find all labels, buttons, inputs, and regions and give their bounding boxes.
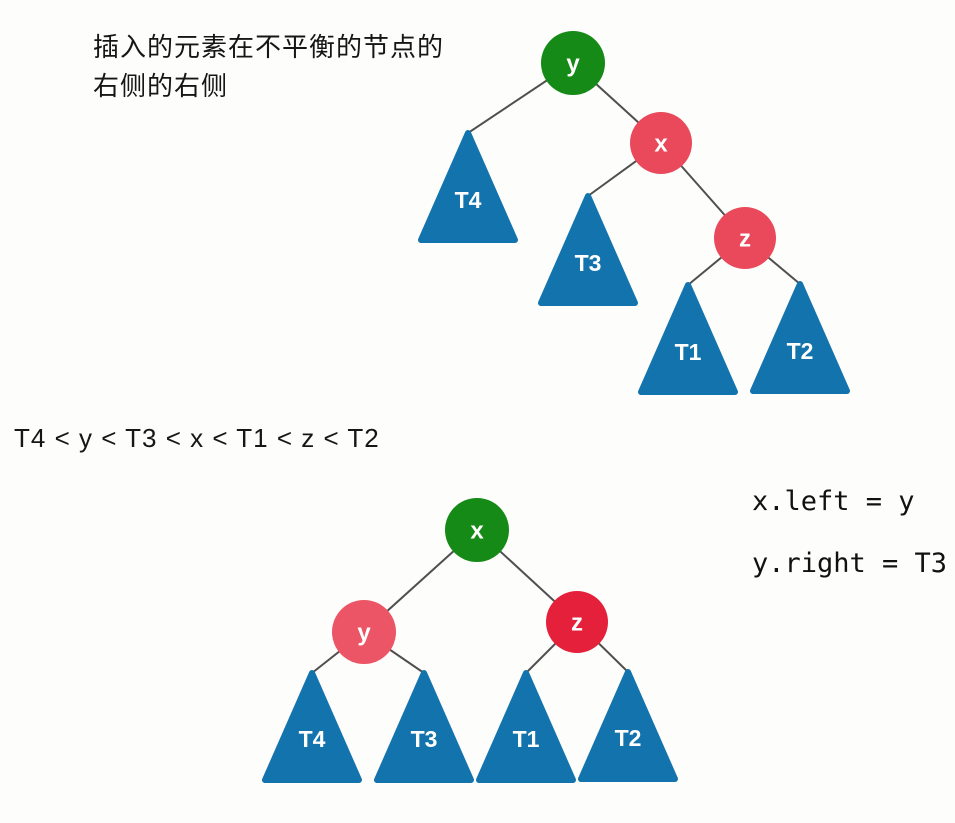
- subtree-t2-triangle: [578, 669, 678, 782]
- subtree-t4-label: T4: [455, 187, 482, 213]
- tree-after-labels: x y z T4 T3 T1 T2: [299, 517, 642, 752]
- subtree-t3-label: T3: [411, 726, 438, 752]
- code-line-1: x.left = y: [752, 486, 915, 517]
- annotation-line-2: 右侧的右侧: [93, 71, 229, 101]
- node-z-before-label: z: [739, 225, 751, 252]
- rotation-code: x.left = y y.right = T3: [752, 486, 947, 579]
- subtree-t1-label: T1: [513, 726, 540, 752]
- tree-before-subtrees: [418, 130, 850, 395]
- subtree-t3-triangle: [374, 670, 474, 783]
- code-line-2: y.right = T3: [752, 548, 948, 579]
- node-z-before: [714, 207, 776, 269]
- node-z-after: [546, 591, 608, 653]
- annotation-text: 插入的元素在不平衡的节点的 右侧的右侧: [93, 28, 444, 106]
- ordering-inequality: T4 < y < T3 < x < T1 < z < T2: [14, 423, 380, 453]
- subtree-t3-triangle: [538, 193, 638, 306]
- tree-before-labels: y x z T4 T3 T1 T2: [455, 50, 814, 365]
- node-y-after: [332, 600, 396, 664]
- subtree-t2-label: T2: [787, 338, 814, 364]
- node-z-after-label: z: [571, 609, 583, 636]
- subtree-t4-label: T4: [299, 726, 326, 752]
- node-x-after-label: x: [470, 517, 484, 544]
- node-y-before: [541, 31, 605, 95]
- subtree-t3-label: T3: [575, 250, 602, 276]
- tree-after-subtrees: [262, 669, 678, 783]
- subtree-t2-triangle: [750, 281, 850, 394]
- subtree-t1-label: T1: [675, 339, 702, 365]
- subtree-t4-triangle: [262, 670, 362, 783]
- node-x-before-label: x: [654, 130, 668, 157]
- subtree-t2-label: T2: [615, 725, 642, 751]
- annotation-line-1: 插入的元素在不平衡的节点的: [93, 32, 445, 62]
- subtree-t1-triangle: [476, 670, 576, 783]
- node-y-after-label: y: [357, 619, 371, 646]
- subtree-t4-triangle: [418, 130, 518, 243]
- node-y-before-label: y: [566, 50, 580, 77]
- subtree-t1-triangle: [638, 282, 738, 395]
- node-x-before: [630, 112, 692, 174]
- node-x-after: [445, 498, 509, 562]
